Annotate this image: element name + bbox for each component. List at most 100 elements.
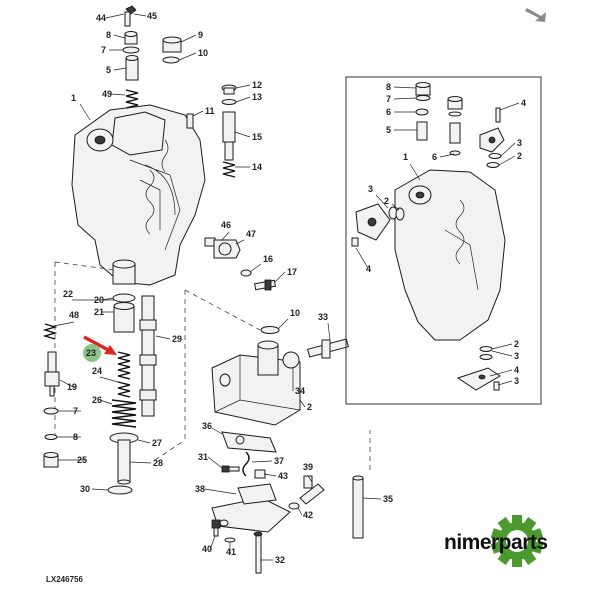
ring-20	[112, 293, 136, 303]
o-ring-10-mid	[260, 326, 280, 334]
callout-label: 49	[102, 89, 112, 99]
callout-label: 42	[303, 510, 313, 520]
callout-label: 17	[287, 267, 297, 277]
callout-leader-lines	[53, 13, 520, 561]
callout-label: 29	[172, 334, 182, 344]
callout-label: 9	[198, 30, 203, 40]
spring-24	[117, 381, 131, 398]
gear-tooth	[512, 557, 522, 567]
bolt-41	[253, 531, 263, 574]
callout-label: 43	[278, 471, 288, 481]
callout-label: 24	[92, 366, 102, 376]
callout-label: 48	[69, 310, 79, 320]
rod-30	[352, 475, 364, 539]
inset-detail-frame	[345, 76, 542, 405]
pin-11	[186, 113, 194, 129]
callout-label: 11	[205, 106, 215, 116]
callout-label: 3	[514, 376, 519, 386]
inset-o-rings-left	[388, 206, 405, 221]
callout-label: 7	[101, 45, 106, 55]
spring-49	[125, 89, 139, 109]
callout-label: 19	[67, 382, 77, 392]
callout-label: 3	[514, 351, 519, 361]
o-ring-16	[240, 269, 252, 277]
callout-label: 41	[226, 547, 236, 557]
inset-o-rings-2-3-top	[486, 153, 502, 168]
callout-label: 5	[386, 125, 391, 135]
inset-cap-8	[447, 96, 463, 110]
callout-label: 13	[252, 92, 262, 102]
screw-12	[221, 84, 237, 95]
valve-stem-left	[44, 351, 60, 397]
piston-27	[117, 439, 131, 485]
plug-8-left	[43, 452, 59, 468]
bolt-17	[254, 279, 276, 291]
seal-32	[282, 351, 300, 369]
callout-label: 5	[106, 65, 111, 75]
pin-33	[307, 338, 349, 359]
valve-block-right	[211, 340, 301, 426]
callout-label: 34	[295, 386, 305, 396]
callout-label: 14	[252, 162, 262, 172]
callout-label: 7	[386, 94, 391, 104]
valve-housing-inset	[394, 169, 506, 341]
spring-14	[222, 161, 236, 178]
plate-31	[211, 483, 291, 533]
callout-label: 26	[92, 395, 102, 405]
callout-label: 2	[517, 151, 522, 161]
callout-label: 3	[368, 184, 373, 194]
callout-label: 30	[80, 484, 90, 494]
expand-arrow-icon[interactable]	[525, 8, 546, 22]
drawing-code-label: LX246756	[46, 575, 83, 584]
callout-label: 28	[153, 458, 163, 468]
screw-42	[211, 519, 221, 537]
plunger-38	[299, 475, 325, 505]
highlight-arrow	[83, 335, 117, 355]
o-ring-7-left	[44, 434, 58, 440]
callout-label-highlighted: 23	[86, 348, 96, 358]
callout-label: 12	[252, 80, 262, 90]
callout-label: 22	[63, 289, 73, 299]
gear-tooth	[512, 515, 522, 525]
valve-housing-main	[71, 104, 206, 286]
callout-highlight	[83, 344, 101, 362]
callout-label: 8	[106, 30, 111, 40]
brand-wordmark: nimerparts	[444, 531, 548, 554]
callout-label: 6	[386, 107, 391, 117]
inset-cover-4-top	[479, 107, 505, 153]
spring-48	[42, 323, 58, 340]
plug-44-45	[124, 5, 137, 27]
spring-36	[242, 451, 250, 477]
clip-37	[254, 469, 266, 479]
callout-labels: 44 45 9 8 7 10 5 49 1 11 12 13 15 14 8 7…	[63, 11, 526, 565]
callout-label: 21	[94, 307, 104, 317]
cap-9	[162, 36, 182, 53]
guide-lines	[54, 261, 371, 470]
snap-ring-28	[107, 485, 133, 495]
sleeve-21	[113, 302, 135, 333]
callout-label: 6	[432, 152, 437, 162]
inset-ring-6	[415, 108, 429, 116]
callout-label: 4	[366, 264, 371, 274]
spool-29	[139, 295, 157, 417]
callout-label: 44	[96, 13, 106, 23]
o-ring-7-top	[122, 46, 140, 54]
plug-8	[124, 31, 138, 45]
callout-label: 32	[275, 555, 285, 565]
callout-label: 4	[521, 98, 526, 108]
callout-label: 31	[198, 452, 208, 462]
callout-label: 46	[221, 220, 231, 230]
callout-label: 35	[383, 494, 393, 504]
valve-15	[222, 111, 236, 161]
callout-label: 10	[198, 48, 208, 58]
inset-sleeve-5	[416, 121, 428, 141]
sleeve-5	[125, 55, 139, 81]
valve-47	[213, 239, 241, 259]
callout-label: 3	[517, 138, 522, 148]
callout-label: 15	[252, 132, 262, 142]
callout-label: 10	[290, 308, 300, 318]
callout-label: 4	[514, 365, 519, 375]
seal-39	[288, 502, 300, 510]
spring-23	[117, 351, 131, 380]
spring-25	[111, 399, 137, 428]
